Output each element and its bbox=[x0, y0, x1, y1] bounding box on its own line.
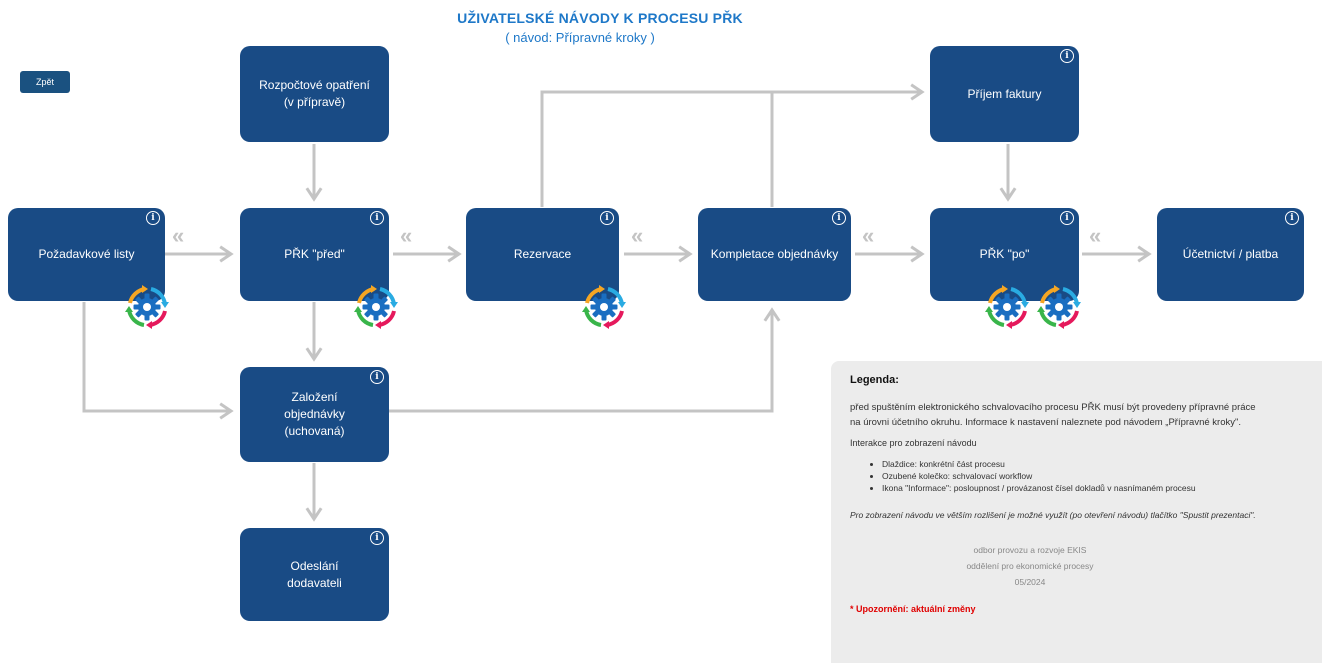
tile-label: Účetnictví / platba bbox=[1182, 247, 1279, 261]
tile-label: Rozpočtové opatření (v přípravě) bbox=[259, 78, 370, 109]
arrow-rezervace-to-prijem bbox=[540, 83, 925, 207]
back-chevrons-icon: « bbox=[631, 223, 643, 248]
footer-department: odbor provozu a rozvoje EKIS bbox=[973, 545, 1087, 555]
tile-label: Založení objednávky (uchovaná) bbox=[284, 390, 345, 438]
legend-intro: před spuštěním elektronického schvalovac… bbox=[850, 402, 1256, 428]
tile-label: Požadavkové listy bbox=[38, 247, 135, 261]
info-icon[interactable]: i bbox=[370, 370, 384, 384]
workflow-gear-icon[interactable] bbox=[580, 283, 628, 331]
tile-rozpoctove-opatreni[interactable]: Rozpočtové opatření (v přípravě) bbox=[240, 46, 389, 142]
info-icon[interactable]: i bbox=[600, 211, 614, 225]
arrow-pozadavkove-to-zalozeni bbox=[82, 302, 234, 420]
info-icon[interactable]: i bbox=[1060, 211, 1074, 225]
tile-odeslani-dodavateli[interactable]: Odeslání dodavateli i bbox=[240, 528, 389, 621]
info-icon[interactable]: i bbox=[370, 211, 384, 225]
tile-prijem-faktury[interactable]: Příjem faktury i bbox=[930, 46, 1079, 142]
page-subtitle: ( návod: Přípravné kroky ) bbox=[505, 30, 655, 45]
legend-panel: Legenda: před spuštěním elektronického s… bbox=[831, 361, 1322, 663]
tile-label: PŘK "před" bbox=[284, 247, 345, 261]
tile-label: Odeslání dodavateli bbox=[287, 558, 342, 590]
legend-list: Dlaždice: konkrétní část procesu Ozubené… bbox=[850, 458, 1322, 494]
workflow-gear-icon[interactable] bbox=[1035, 283, 1083, 331]
tile-kompletace-objednavky[interactable]: Kompletace objednávky i bbox=[698, 208, 851, 301]
tile-label: Kompletace objednávky bbox=[710, 247, 839, 261]
info-icon[interactable]: i bbox=[370, 531, 384, 545]
workflow-gear-icon[interactable] bbox=[983, 283, 1031, 331]
info-icon[interactable]: i bbox=[1285, 211, 1299, 225]
back-chevrons-icon: « bbox=[1089, 223, 1101, 248]
info-icon[interactable]: i bbox=[146, 211, 160, 225]
tile-ucetnictvi-platba[interactable]: Účetnictví / platba i bbox=[1157, 208, 1304, 301]
workflow-gear-icon[interactable] bbox=[352, 283, 400, 331]
legend-note: Pro zobrazení návodu ve větším rozlišení… bbox=[850, 510, 1256, 520]
info-icon[interactable]: i bbox=[1060, 49, 1074, 63]
back-chevrons-icon: « bbox=[172, 223, 184, 248]
arrow-zalozeni-to-kompletace bbox=[389, 307, 781, 413]
info-icon[interactable]: i bbox=[832, 211, 846, 225]
legend-footer: odbor provozu a rozvoje EKIS oddělení pr… bbox=[850, 542, 1210, 590]
back-button[interactable]: Zpět bbox=[20, 71, 70, 93]
legend-item: Dlaždice: konkrétní část procesu bbox=[882, 458, 1322, 470]
tile-label: PŘK "po" bbox=[979, 247, 1030, 261]
footer-section: oddělení pro ekonomické procesy bbox=[966, 561, 1094, 571]
changes-warning-link[interactable]: * Upozornění: aktuální změny bbox=[850, 604, 976, 614]
legend-title: Legenda: bbox=[850, 374, 899, 386]
legend-subtitle: Interakce pro zobrazení návodu bbox=[850, 438, 977, 448]
tile-rezervace[interactable]: Rezervace i bbox=[466, 208, 619, 301]
back-chevrons-icon: « bbox=[862, 223, 874, 248]
tile-prk-pred[interactable]: PŘK "před" i bbox=[240, 208, 389, 301]
workflow-gear-icon[interactable] bbox=[123, 283, 171, 331]
tile-zalozeni-objednavky[interactable]: Založení objednávky (uchovaná) i bbox=[240, 367, 389, 462]
legend-item: Ozubené kolečko: schvalovací workflow bbox=[882, 470, 1322, 482]
footer-date: 05/2024 bbox=[1014, 577, 1046, 587]
tile-pozadavkove-listy[interactable]: Požadavkové listy i bbox=[8, 208, 165, 301]
tile-label: Příjem faktury bbox=[967, 86, 1042, 101]
page-title: UŽIVATELSKÉ NÁVODY K PROCESU PŘK bbox=[457, 10, 743, 26]
legend-item: Ikona "Informace": posloupnost / prováza… bbox=[882, 482, 1322, 494]
tile-label: Rezervace bbox=[513, 247, 572, 261]
back-chevrons-icon: « bbox=[400, 223, 412, 248]
